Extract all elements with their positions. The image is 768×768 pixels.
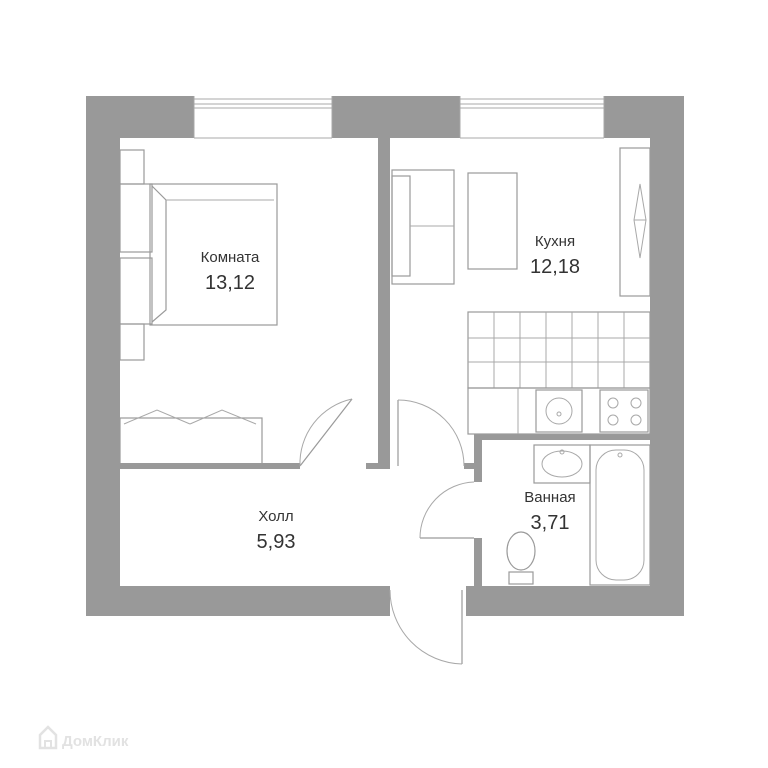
door-entrance: [389, 589, 463, 665]
outer-wall-bottom-right: [466, 586, 684, 616]
outer-wall-top-middle: [332, 96, 460, 138]
wall-bath-hall-top: [474, 434, 482, 482]
outer-wall-left: [86, 96, 120, 616]
toilet: [506, 531, 536, 585]
hall-area: 5,93: [257, 531, 296, 553]
bathtub: [589, 444, 651, 586]
bathroom-label: Ванная: [524, 489, 575, 506]
dining-table: [467, 172, 518, 270]
watermark: ДомКлик: [38, 725, 129, 750]
bathroom-area: 3,71: [531, 512, 570, 534]
nightstand-bottom: [119, 323, 145, 361]
outer-wall-right: [650, 96, 684, 616]
wardrobe: [119, 409, 263, 465]
nightstand-top: [119, 149, 145, 185]
watermark-text: ДомКлик: [62, 733, 129, 750]
bathroom-sink: [533, 444, 591, 484]
kitchen-label: Кухня: [535, 233, 575, 250]
wall-kitchen-bath: [474, 434, 650, 440]
hall-label: Холл: [258, 508, 293, 525]
window-left: [193, 96, 333, 139]
wall-room-kitchen: [378, 138, 390, 468]
window-right: [459, 96, 605, 139]
walls: [86, 96, 684, 616]
door-kitchen: [397, 399, 465, 467]
kitchen-sink: [535, 389, 583, 433]
wall-room-hall-right: [366, 463, 390, 469]
outer-wall-bottom-left: [86, 586, 390, 616]
door-bathroom: [419, 481, 475, 539]
wall-kitchen-hall-stub: [464, 463, 474, 469]
wall-bath-hall-bottom: [474, 538, 482, 586]
room-label: Комната: [201, 249, 260, 266]
stove: [599, 389, 649, 433]
kitchen-cabinets: [467, 387, 651, 435]
kitchen-counter: [467, 311, 651, 389]
kitchen-area: 12,18: [530, 256, 580, 278]
sofa: [391, 169, 455, 285]
room-area: 13,12: [205, 272, 255, 294]
wall-room-hall: [120, 463, 300, 469]
bed: [119, 183, 278, 326]
house-logo-icon: [38, 725, 58, 750]
door-room: [299, 398, 353, 467]
wall-tv: [619, 147, 651, 297]
